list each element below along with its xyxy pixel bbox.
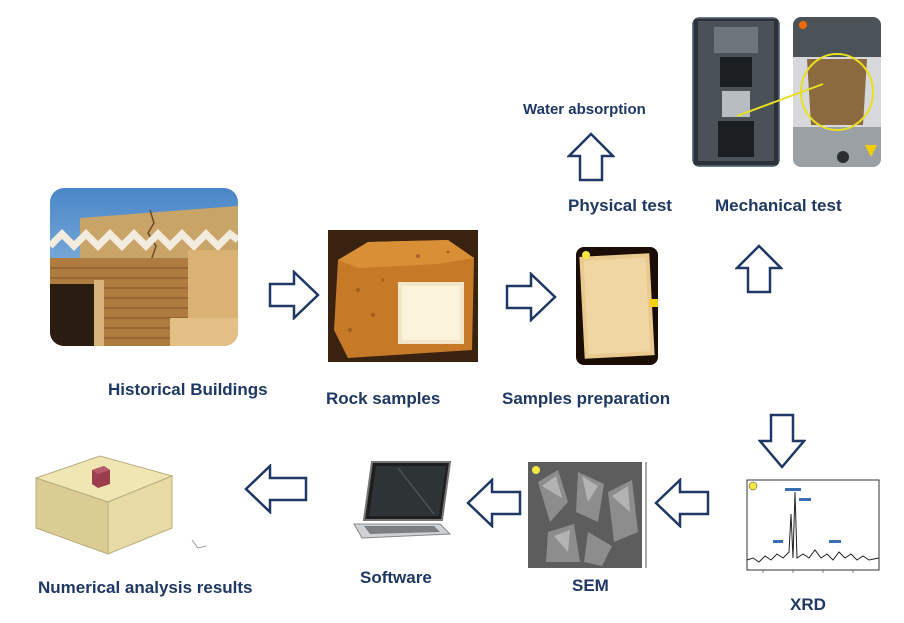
historical-buildings-label: Historical Buildings (108, 380, 268, 399)
samples-preparation-label: Samples preparation (502, 389, 671, 408)
connector-line (735, 80, 825, 120)
historical-buildings-image (50, 188, 238, 346)
rock-samples-label: Rock samples (326, 389, 441, 408)
sem-label: SEM (572, 576, 609, 595)
xrd-label: XRD (790, 595, 826, 614)
laptop-icon (350, 458, 454, 542)
arrow-left-icon (466, 478, 522, 528)
rock-samples-image (328, 230, 478, 362)
mechanical-test-label: Mechanical test (715, 196, 842, 215)
arrow-down-icon (758, 413, 806, 469)
mechanical-test-machine-image (692, 17, 780, 167)
arrow-left-icon (244, 464, 308, 514)
sem-image (528, 462, 650, 568)
water-absorption-label: Water absorption (523, 101, 646, 118)
arrow-right-icon (505, 272, 557, 322)
arrow-up-icon (567, 132, 615, 182)
xrd-spectrum-image (733, 474, 883, 584)
physical-test-label: Physical test (568, 196, 672, 215)
software-label: Software (360, 568, 432, 587)
arrow-left-icon (654, 478, 710, 528)
arrow-up-icon (735, 244, 783, 294)
numerical-model-image (30, 448, 210, 563)
mechanical-test-closeup-image (793, 17, 881, 167)
numerical-analysis-label: Numerical analysis results (38, 578, 253, 597)
arrow-right-icon (268, 270, 320, 320)
samples-preparation-image (576, 247, 658, 365)
